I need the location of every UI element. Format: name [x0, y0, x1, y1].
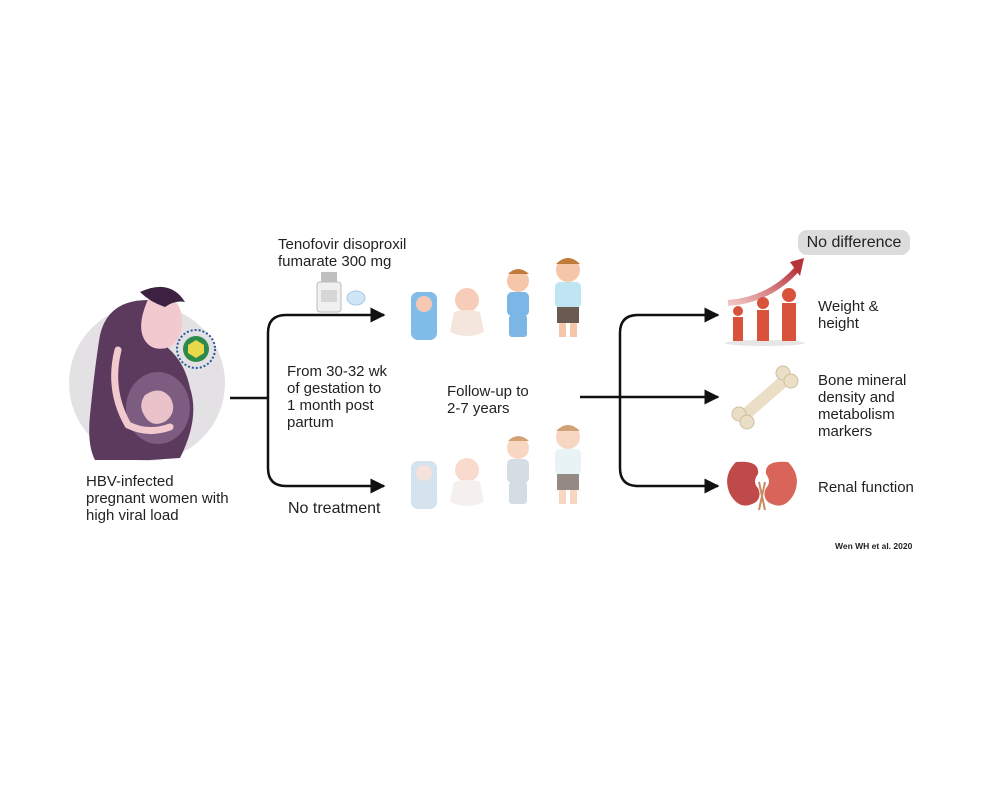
mother-label: HBV-infected pregnant women with high vi…: [86, 473, 229, 524]
bone-icon: [731, 365, 799, 430]
duration-label: From 30-32 wk of gestation to 1 month po…: [287, 363, 388, 431]
citation-credit: Wen WH et al. 2020: [835, 541, 913, 551]
growth-chart-icon: [725, 258, 805, 346]
left-branch-arrows: [230, 307, 386, 494]
right-branch-arrows: [580, 307, 720, 494]
pill-icon: [346, 290, 366, 306]
drug-label: Tenofovir disoproxil fumarate 300 mg: [278, 236, 407, 270]
outcome-weight-label: Weight & height: [818, 298, 879, 332]
outcome-renal-label: Renal function: [818, 479, 914, 496]
drug-vial-icon: [316, 272, 342, 313]
hbv-virus-icon: [176, 329, 216, 369]
pregnant-woman-illustration: [69, 286, 225, 461]
kidney-icon: [727, 461, 797, 511]
no-treatment-label: No treatment: [288, 500, 381, 517]
outcome-bone-label: Bone mineral density and metabolism mark…: [818, 372, 907, 440]
follow-up-label: Follow-up to 2-7 years: [447, 383, 529, 417]
children-row-treated: [411, 258, 581, 340]
no-difference-badge: No difference: [798, 230, 910, 255]
children-row-untreated: [411, 425, 581, 509]
